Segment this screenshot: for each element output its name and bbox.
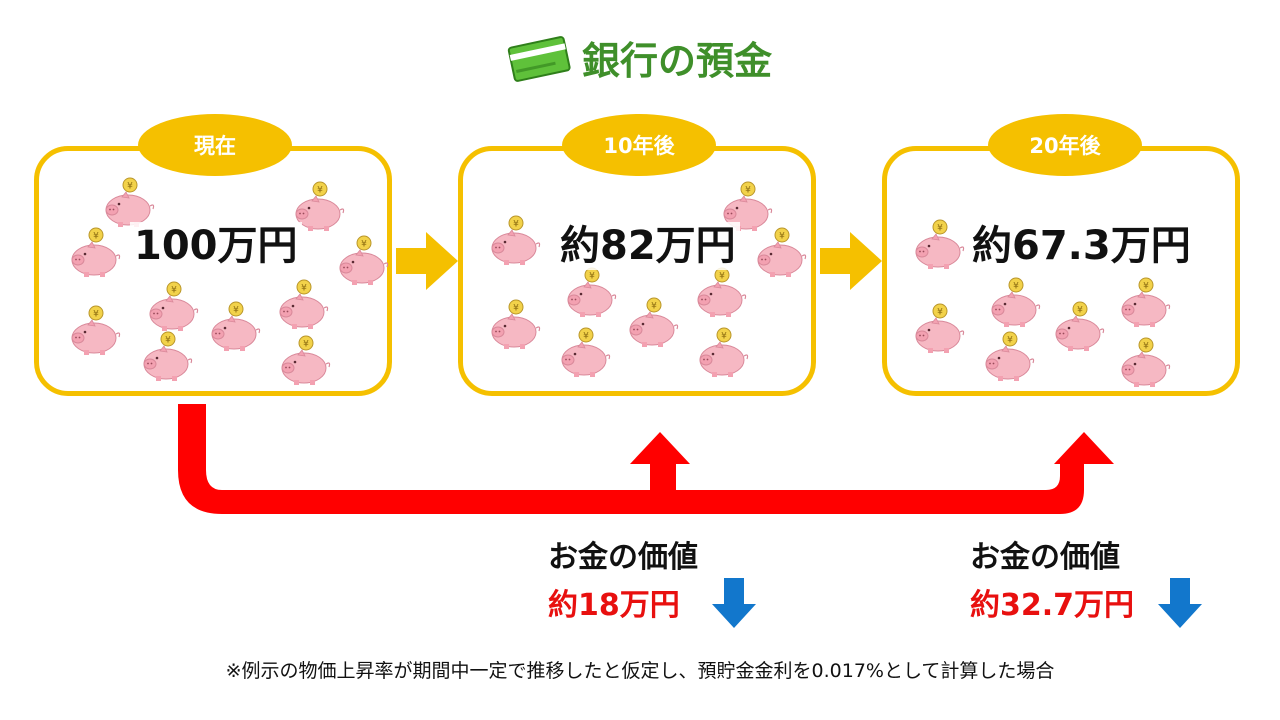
- down-arrow-icon: [712, 578, 756, 628]
- footnote: ※例示の物価上昇率が期間中一定で推移したと仮定し、預貯金金利を0.017%として…: [225, 660, 1055, 682]
- svg-text:¥: ¥: [1007, 336, 1013, 346]
- piggy-bank-icon: ¥: [138, 330, 196, 382]
- value-label-10-years: お金の価値: [548, 540, 698, 575]
- svg-text:¥: ¥: [745, 186, 751, 196]
- svg-text:¥: ¥: [171, 286, 177, 296]
- piggy-bank-icon: ¥: [562, 266, 620, 318]
- value-amount-10-years: 約18万円: [548, 588, 680, 623]
- piggy-bank-icon: ¥: [486, 214, 544, 266]
- svg-text:¥: ¥: [779, 232, 785, 242]
- piggy-bank-icon: ¥: [144, 280, 202, 332]
- piggy-bank-icon: ¥: [910, 218, 968, 270]
- tag-10-years: 10年後: [562, 114, 716, 176]
- down-arrow-icon: [1158, 578, 1202, 628]
- svg-text:¥: ¥: [93, 232, 99, 242]
- svg-text:¥: ¥: [301, 284, 307, 294]
- svg-text:¥: ¥: [127, 182, 133, 192]
- svg-text:¥: ¥: [165, 336, 171, 346]
- piggy-bank-icon: ¥: [980, 330, 1038, 382]
- svg-text:¥: ¥: [93, 310, 99, 320]
- svg-text:¥: ¥: [1143, 342, 1149, 352]
- svg-text:¥: ¥: [513, 304, 519, 314]
- piggy-bank-icon: ¥: [334, 234, 392, 286]
- svg-text:¥: ¥: [1143, 282, 1149, 292]
- amount-10-years: 約82万円: [556, 222, 740, 270]
- svg-text:¥: ¥: [589, 272, 595, 282]
- svg-text:¥: ¥: [1013, 282, 1019, 292]
- svg-text:¥: ¥: [937, 308, 943, 318]
- piggy-bank-icon: ¥: [290, 180, 348, 232]
- piggy-bank-icon: ¥: [1050, 300, 1108, 352]
- title-text: 銀行の預金: [581, 39, 772, 83]
- piggy-bank-icon: ¥: [694, 326, 752, 378]
- amount-20-years: 約67.3万円: [968, 222, 1195, 270]
- tag-present: 現在: [138, 114, 292, 176]
- arrow-right-icon: [396, 232, 458, 290]
- piggy-bank-icon: ¥: [556, 326, 614, 378]
- title: 銀行の預金: [0, 30, 1280, 85]
- piggy-bank-icon: ¥: [718, 180, 776, 232]
- svg-text:¥: ¥: [317, 186, 323, 196]
- amount-present: 100万円: [130, 222, 302, 270]
- piggy-bank-icon: ¥: [100, 176, 158, 228]
- svg-text:¥: ¥: [361, 240, 367, 250]
- piggy-bank-icon: ¥: [276, 334, 334, 386]
- value-amount-20-years: 約32.7万円: [970, 588, 1135, 623]
- piggy-bank-icon: ¥: [986, 276, 1044, 328]
- piggy-bank-icon: ¥: [692, 266, 750, 318]
- svg-text:¥: ¥: [721, 332, 727, 342]
- svg-text:¥: ¥: [513, 220, 519, 230]
- svg-text:¥: ¥: [233, 306, 239, 316]
- svg-text:¥: ¥: [583, 332, 589, 342]
- piggy-bank-icon: ¥: [274, 278, 332, 330]
- piggy-bank-icon: ¥: [1116, 336, 1174, 388]
- svg-text:¥: ¥: [719, 272, 725, 282]
- value-label-20-years: お金の価値: [970, 540, 1120, 575]
- panel-10-years: [458, 146, 816, 396]
- piggy-bank-icon: ¥: [486, 298, 544, 350]
- piggy-bank-icon: ¥: [752, 226, 810, 278]
- piggy-bank-icon: ¥: [66, 226, 124, 278]
- svg-text:¥: ¥: [937, 224, 943, 234]
- tag-20-years: 20年後: [988, 114, 1142, 176]
- svg-text:¥: ¥: [651, 302, 657, 312]
- piggy-bank-icon: ¥: [910, 302, 968, 354]
- panel-20-years: [882, 146, 1240, 396]
- piggy-bank-icon: ¥: [66, 304, 124, 356]
- arrow-right-icon: [820, 232, 882, 290]
- svg-text:¥: ¥: [1077, 306, 1083, 316]
- piggy-bank-icon: ¥: [206, 300, 264, 352]
- svg-text:¥: ¥: [303, 340, 309, 350]
- piggy-bank-icon: ¥: [1116, 276, 1174, 328]
- bankbook-icon: [507, 35, 571, 82]
- piggy-bank-icon: ¥: [624, 296, 682, 348]
